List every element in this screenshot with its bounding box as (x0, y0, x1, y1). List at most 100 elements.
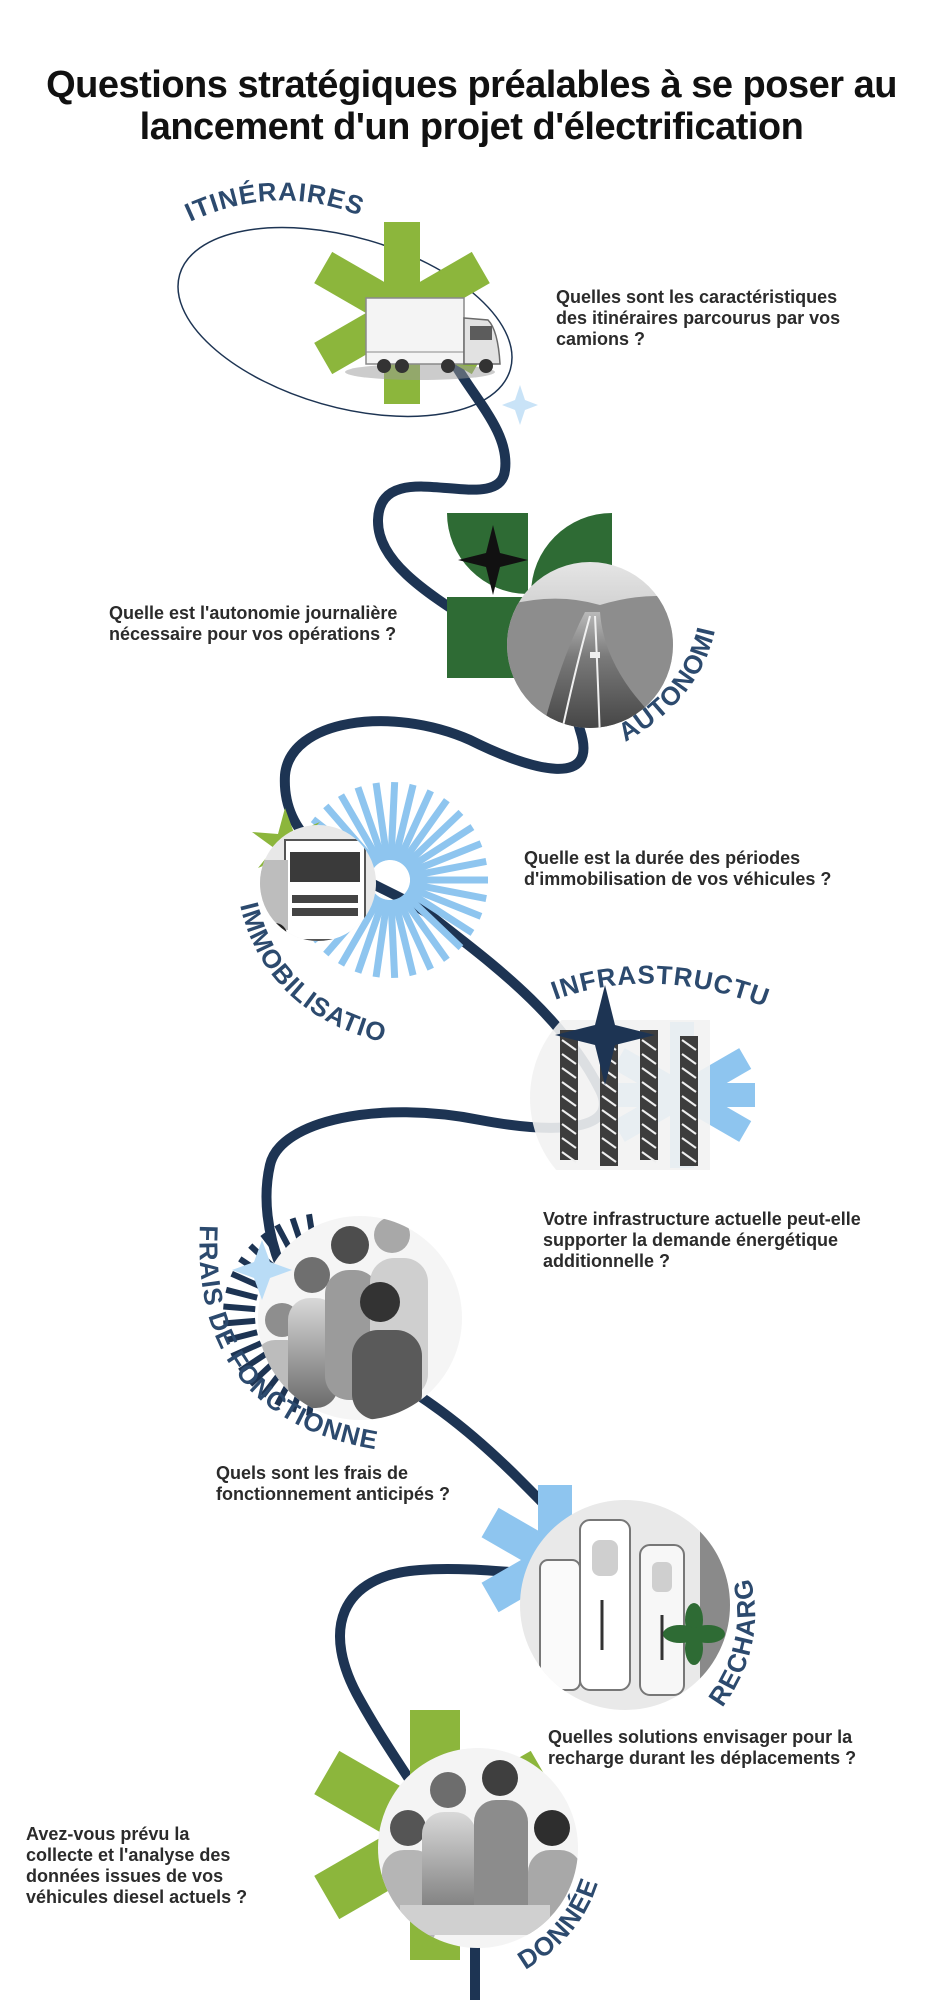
sunburst-ray (391, 898, 417, 977)
sunburst-ray (238, 1350, 269, 1374)
star-icon (458, 525, 528, 595)
sunburst-ray (337, 895, 384, 967)
tower-lattice (561, 1053, 577, 1065)
section-label-itineraires: ITINÉRAIRES (180, 176, 367, 227)
question-infrastructures: Votre infrastructure actuelle peut-elle … (543, 1209, 933, 1272)
tower-lattice (561, 1039, 577, 1051)
question-line: Votre infrastructure actuelle peut-elle (543, 1209, 861, 1229)
question-itineraires: Quelles sont les caractéristiques des it… (556, 287, 916, 350)
tower-lattice (681, 1081, 697, 1093)
tower-lattice (681, 1053, 697, 1065)
sunburst-ray (408, 858, 487, 880)
question-line: nécessaire pour vos opérations ? (109, 624, 397, 644)
tower-lattice (601, 1109, 617, 1121)
dark-green-clover-icon (663, 1603, 725, 1665)
question-line: Quelle est la durée des périodes (524, 848, 801, 868)
tower-lattice (561, 1095, 577, 1107)
sunburst-ray (260, 1232, 285, 1262)
tower-lattice (641, 1095, 657, 1107)
tower-lattice (681, 1109, 697, 1121)
sunburst-ray (354, 897, 387, 974)
tower-lattice (681, 1137, 697, 1149)
section-immobilisation: IMMOBILISATION (0, 0, 488, 1048)
tower-lattice (601, 1137, 617, 1149)
tower-lattice (641, 1053, 657, 1065)
title-line-1: Questions stratégiques préalables à se p… (46, 64, 897, 106)
sunburst-ray (230, 1340, 263, 1359)
question-line: additionnelle ? (543, 1251, 671, 1271)
office-team-photo (378, 1748, 578, 1948)
page-title: Questions stratégiques préalables à se p… (0, 64, 943, 148)
sunburst-ray (337, 793, 384, 865)
sunburst-ray (225, 1286, 258, 1301)
tower-lattice (601, 1095, 617, 1107)
team-photo (258, 1216, 462, 1420)
tower-lattice (681, 1095, 697, 1107)
question-line: d'immobilisation de vos véhicules ? (524, 869, 832, 889)
sunburst-ray (404, 887, 475, 936)
tower-lattice (641, 1151, 657, 1163)
tower-lattice (601, 1123, 617, 1135)
svg-text:ITINÉRAIRES: ITINÉRAIRES (180, 176, 368, 227)
truck-front-photo (260, 825, 376, 941)
tower-lattice (681, 1123, 697, 1135)
power-lines-photo (530, 1020, 710, 1170)
tower-lattice (641, 1123, 657, 1135)
sunburst-ray (404, 824, 475, 873)
question-line: supporter la demande énergétique (543, 1230, 839, 1250)
question-line: Quelle est l'autonomie journalière (109, 603, 398, 623)
tower-lattice (601, 1081, 617, 1093)
question-frais-de-fonctionnement: Quels sont les frais de fonctionnement a… (216, 1463, 516, 1505)
tower-lattice (681, 1067, 697, 1079)
question-line: données issues de vos (26, 1866, 224, 1886)
sunburst-ray (248, 1360, 276, 1387)
tower-lattice (601, 1151, 617, 1163)
question-line: des itinéraires parcourus par vos (556, 308, 841, 328)
sunburst-ray (387, 781, 399, 861)
tower-lattice (641, 1081, 657, 1093)
sunburst-ray (398, 894, 450, 962)
sunburst-ray (408, 880, 487, 902)
sunburst-ray (223, 1317, 256, 1327)
sunburst-ray (387, 899, 399, 979)
section-frais-de-fonctionnement: FRAIS DE FONCTIONNEMENT (0, 0, 462, 1455)
sunburst-ray (372, 899, 391, 978)
question-donnees: Avez-vous prévu la collecte et l'analyse… (26, 1824, 286, 1908)
question-line: fonctionnement anticipés ? (216, 1484, 451, 1504)
sunburst-ray (354, 786, 387, 863)
tower-lattice (561, 1081, 577, 1093)
tower-lattice (561, 1067, 577, 1079)
sunburst-ray (398, 798, 450, 866)
question-recharge: Quelles solutions envisager pour la rech… (548, 1727, 933, 1769)
orbit-ellipse (177, 226, 513, 418)
sunburst-ray (407, 840, 483, 876)
sunburst-ray (391, 783, 417, 862)
tower-lattice (561, 1137, 577, 1149)
tower-lattice (561, 1123, 577, 1135)
question-line: véhicules diesel actuels ? (26, 1887, 248, 1907)
sunburst-ray (223, 1303, 256, 1313)
tower-lattice (641, 1109, 657, 1121)
navy-star-icon (555, 985, 655, 1085)
sunburst-ray (230, 1271, 263, 1290)
question-line: Quels sont les frais de (216, 1463, 409, 1483)
question-line: camions ? (556, 329, 646, 349)
question-line: collecte et l'analyse des (26, 1845, 231, 1865)
sparkle-icon (232, 1240, 292, 1300)
question-autonomie: Quelle est l'autonomie journalière néces… (109, 603, 449, 645)
tower-lattice (681, 1039, 697, 1051)
sunburst-ray (402, 891, 464, 951)
sunburst-ray (402, 809, 464, 869)
tower-lattice (561, 1151, 577, 1163)
section-itineraires: ITINÉRAIRES (177, 176, 538, 425)
sunburst-ray (407, 884, 483, 920)
sunburst-ray (225, 1329, 258, 1344)
sunburst-ray (372, 782, 391, 861)
sunburst-ray (395, 789, 434, 864)
sparkle-icon (502, 385, 538, 425)
question-immobilisation: Quelle est la durée des périodes d'immob… (524, 848, 904, 890)
section-infrastructures: INFRASTRUCTURES (0, 0, 773, 1170)
tower-lattice (641, 1039, 657, 1051)
question-line: recharge durant les déplacements ? (548, 1748, 857, 1768)
